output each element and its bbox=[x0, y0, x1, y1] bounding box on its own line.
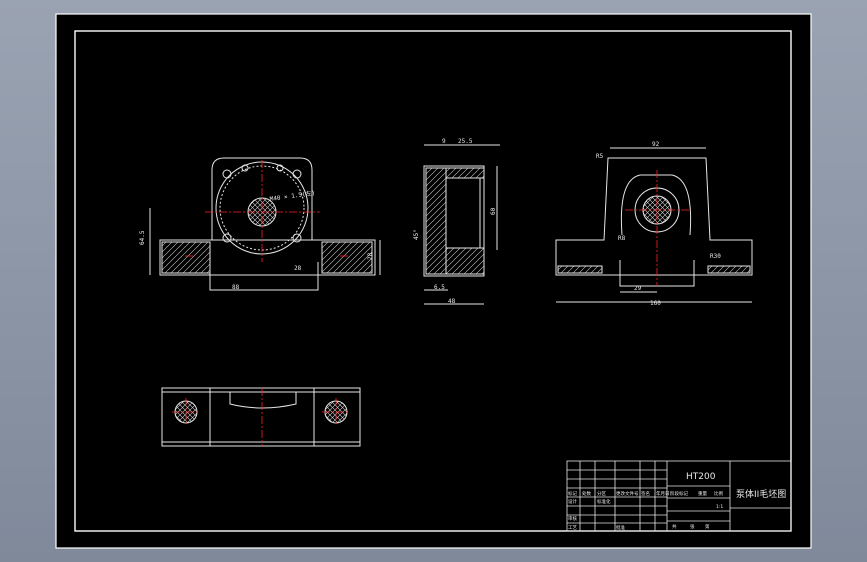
top-view bbox=[161, 387, 361, 447]
tb-scale-value: 1:1 bbox=[716, 504, 723, 510]
right-inner-cavity bbox=[620, 174, 692, 236]
side-top-hatch bbox=[445, 167, 485, 179]
front-bolt-hole-3 bbox=[222, 233, 232, 243]
inner-frame bbox=[74, 30, 792, 532]
side-dim-25: 25.5 bbox=[458, 138, 473, 145]
tb-label-scale: 比例 bbox=[714, 490, 723, 497]
front-dim-right: 28 bbox=[367, 252, 374, 260]
front-bolt-hole-5 bbox=[241, 164, 249, 172]
tb-label-sign: 签名 bbox=[641, 490, 650, 497]
side-dim-9: 9 bbox=[442, 138, 446, 145]
side-cavity bbox=[445, 177, 481, 249]
front-dim-height: 64.5 bbox=[139, 230, 146, 245]
side-bottom-hatch bbox=[445, 247, 485, 275]
tb-label-design: 设计 bbox=[568, 498, 577, 505]
right-dim-29: 29 bbox=[634, 285, 642, 292]
right-dim-92: 92 bbox=[652, 141, 660, 148]
side-dim-48: 48 bbox=[448, 298, 456, 305]
tb-label-no: 第 bbox=[705, 523, 710, 530]
right-dim-r5: R5 bbox=[596, 153, 604, 160]
front-bolt-hole-1 bbox=[222, 169, 232, 179]
front-bolt-hole-2 bbox=[292, 169, 302, 179]
front-bolt-hole-4 bbox=[292, 233, 302, 243]
front-body-outline bbox=[211, 157, 313, 240]
tb-label-stage: 阶段标记 bbox=[670, 490, 688, 497]
tb-label-count: 处数 bbox=[582, 490, 591, 497]
tb-label-change: 更改文件号 bbox=[616, 490, 639, 497]
right-center-lines bbox=[625, 170, 690, 286]
side-angle: 45° bbox=[413, 229, 420, 240]
tb-label-standard: 标准化 bbox=[597, 498, 611, 505]
right-outline bbox=[555, 157, 753, 276]
tb-label-date: 年月日 bbox=[656, 490, 670, 497]
title-block bbox=[566, 460, 792, 532]
tb-label-mark: 标记 bbox=[568, 490, 577, 497]
tb-label-weight: 重量 bbox=[698, 490, 707, 497]
right-base-left-hatch bbox=[557, 265, 603, 274]
front-base-right-hatch bbox=[321, 241, 373, 274]
tb-label-approve: 批准 bbox=[616, 524, 625, 531]
top-outline bbox=[161, 387, 361, 447]
tb-label-total: 共 bbox=[672, 523, 677, 530]
side-dim-6-5: 6.5 bbox=[434, 284, 445, 291]
side-outline bbox=[423, 165, 485, 277]
tb-label-zone: 分区 bbox=[597, 490, 606, 497]
tb-label-sheet: 张 bbox=[690, 523, 695, 530]
right-dim-r8: R8 bbox=[618, 235, 626, 242]
right-base-right-hatch bbox=[707, 265, 751, 274]
front-center-lines bbox=[185, 160, 350, 262]
front-dim-small: 28 bbox=[294, 265, 302, 272]
side-view bbox=[423, 144, 500, 305]
front-base-left-hatch bbox=[161, 241, 211, 274]
title-name: 泵体II毛坯图 bbox=[736, 488, 786, 500]
title-material: HT200 bbox=[686, 472, 716, 482]
top-recess bbox=[229, 392, 297, 409]
front-base bbox=[159, 239, 376, 276]
front-bolt-hole-6 bbox=[276, 164, 284, 172]
right-dim-r30: R30 bbox=[710, 253, 721, 260]
tb-label-check: 审核 bbox=[568, 515, 577, 522]
tb-label-process: 工艺 bbox=[568, 525, 577, 531]
right-dim-160: 160 bbox=[650, 300, 661, 307]
front-dim-width: 88 bbox=[232, 284, 240, 291]
drawing-sheet bbox=[55, 13, 812, 549]
top-center-lines bbox=[172, 388, 350, 446]
side-dim-60: 60 bbox=[490, 207, 497, 215]
side-wall-hatch bbox=[425, 167, 447, 275]
